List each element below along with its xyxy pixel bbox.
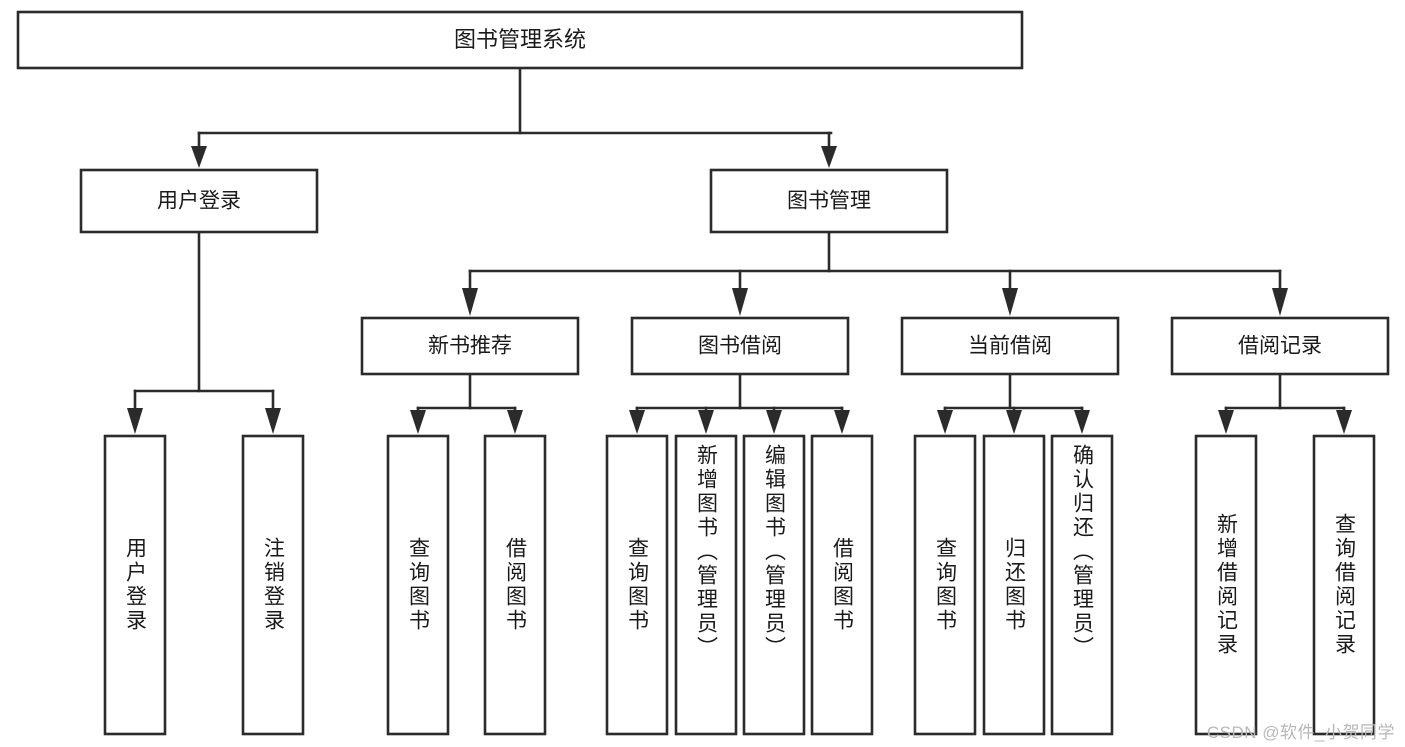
arrowhead-user-login	[191, 146, 207, 168]
node-bb-add-book-box[interactable]	[674, 434, 738, 736]
arrowhead-cb-return-book	[1006, 410, 1022, 434]
csdn-watermark: CSDN @软件_小贺同学	[1206, 723, 1395, 742]
node-cb-return-book-box[interactable]	[982, 434, 1046, 736]
arrowhead-user-logout	[265, 408, 281, 434]
arrowhead-bb-borrow-book	[834, 410, 850, 434]
node-cb-confirm-return-box[interactable]	[1050, 434, 1114, 736]
arrowhead-bb-edit-book	[766, 410, 782, 434]
arrowhead-user-login-do	[127, 408, 143, 434]
node-new-book-recommend-label: 新书推荐	[428, 335, 512, 358]
node-current-borrow-box[interactable]	[900, 316, 1120, 376]
node-current-borrow-label: 当前借阅	[968, 335, 1052, 358]
node-user-login-label: 用户登录	[157, 190, 241, 213]
arrowhead-book-borrow	[732, 288, 748, 316]
arrowhead-br-query-record	[1336, 410, 1352, 434]
node-borrow-records-box[interactable]	[1170, 316, 1390, 376]
node-root-box[interactable]	[16, 10, 1024, 70]
arrowhead-current-borrow	[1002, 288, 1018, 316]
node-book-management-box[interactable]	[709, 168, 949, 234]
arrowhead-book-management	[821, 146, 837, 168]
arrowhead-cb-query-book	[937, 410, 953, 434]
arrowhead-br-add-record	[1218, 410, 1234, 434]
node-book-borrow-label: 图书借阅	[698, 335, 782, 358]
node-br-query-record-box[interactable]	[1312, 434, 1376, 736]
node-user-login-box[interactable]	[79, 168, 319, 234]
node-cb-query-book-box[interactable]	[913, 434, 977, 736]
arrowhead-bb-add-book	[698, 410, 714, 434]
node-new-book-recommend-box[interactable]	[360, 316, 580, 376]
node-group: 图书管理系统 用户登录 图书管理 新书推荐 图书借阅 当前借阅 借阅记录	[16, 10, 1390, 736]
node-root-label: 图书管理系统	[454, 27, 586, 52]
node-nbr-borrow-book-box[interactable]	[483, 434, 547, 736]
node-bb-query-book-box[interactable]	[605, 434, 669, 736]
arrowhead-cb-confirm-return	[1074, 410, 1090, 434]
connector-group	[127, 66, 1352, 434]
node-user-login-do-box[interactable]	[103, 434, 167, 736]
arrowhead-new-book-recommend	[462, 288, 478, 316]
node-book-borrow-box[interactable]	[630, 316, 850, 376]
arrowhead-borrow-records	[1272, 288, 1288, 316]
node-nbr-query-book-box[interactable]	[386, 434, 450, 736]
node-book-management-label: 图书管理	[787, 190, 871, 213]
node-borrow-records-label: 借阅记录	[1238, 335, 1322, 358]
arrowhead-bb-query-book	[629, 410, 645, 434]
node-bb-borrow-book-box[interactable]	[810, 434, 874, 736]
arrowhead-nbr-borrow-book	[507, 410, 523, 434]
node-bb-edit-book-box[interactable]	[742, 434, 806, 736]
node-br-add-record-box[interactable]	[1194, 434, 1258, 736]
arrowhead-nbr-query-book	[410, 410, 426, 434]
node-user-logout-box[interactable]	[241, 434, 305, 736]
